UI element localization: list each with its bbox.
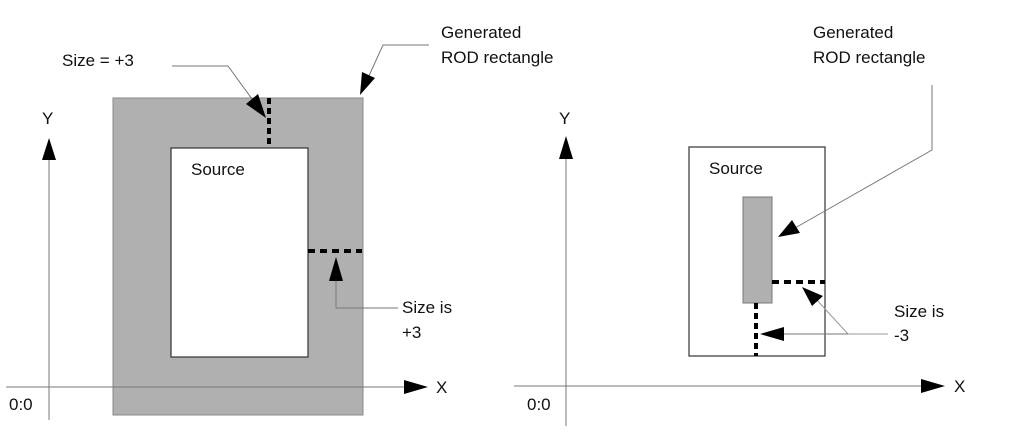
right-sizeis-leader-arrow-icon-a [802, 287, 823, 306]
right-generated-label-2: ROD rectangle [813, 48, 925, 67]
left-origin-label: 0:0 [9, 395, 33, 414]
left-size-label: Size = +3 [62, 51, 134, 70]
right-generated-label-1: Generated [813, 23, 893, 42]
left-sizeis-label-2: +3 [402, 323, 421, 342]
right-x-axis-label: X [954, 377, 965, 396]
right-sizeis-leader-arrow-icon-b [760, 327, 784, 341]
left-generated-leader-arrow-icon [360, 72, 375, 95]
left-y-axis-label: Y [42, 109, 53, 128]
left-size-leader-line [172, 65, 261, 111]
left-sizeis-leader-line [335, 275, 398, 309]
right-generated-leader-arrow-icon [778, 220, 800, 237]
left-x-axis-arrow-icon [404, 380, 428, 394]
right-y-axis-label: Y [559, 109, 570, 128]
right-generated-leader-line [794, 85, 933, 229]
left-source-label: Source [191, 160, 245, 179]
left-source-rect [170, 147, 309, 358]
left-size-leader-arrow-icon [246, 94, 266, 118]
left-generated-label-1: Generated [441, 23, 521, 42]
left-sizeis-label-1: Size is [402, 298, 452, 317]
right-source-label: Source [709, 159, 763, 178]
right-generated-rod-rect [742, 196, 773, 304]
left-panel: Size = +3 Generated ROD rectangle Source… [6, 23, 553, 420]
left-x-axis-label: X [436, 378, 447, 397]
left-sizeis-leader-arrow-icon [329, 257, 343, 281]
right-sizeis-leader-line-a [814, 297, 888, 335]
left-generated-label-2: ROD rectangle [441, 48, 553, 67]
left-generated-leader-line [367, 44, 429, 79]
left-y-axis-arrow-icon [42, 138, 56, 160]
right-sizeis-label-2: -3 [894, 326, 909, 345]
right-origin-label: 0:0 [527, 395, 551, 414]
right-panel: Generated ROD rectangle Source Size is -… [514, 23, 965, 426]
right-sizeis-label-1: Size is [894, 302, 944, 321]
right-x-axis-arrow-icon [921, 379, 945, 393]
right-y-axis-arrow-icon [559, 136, 573, 159]
